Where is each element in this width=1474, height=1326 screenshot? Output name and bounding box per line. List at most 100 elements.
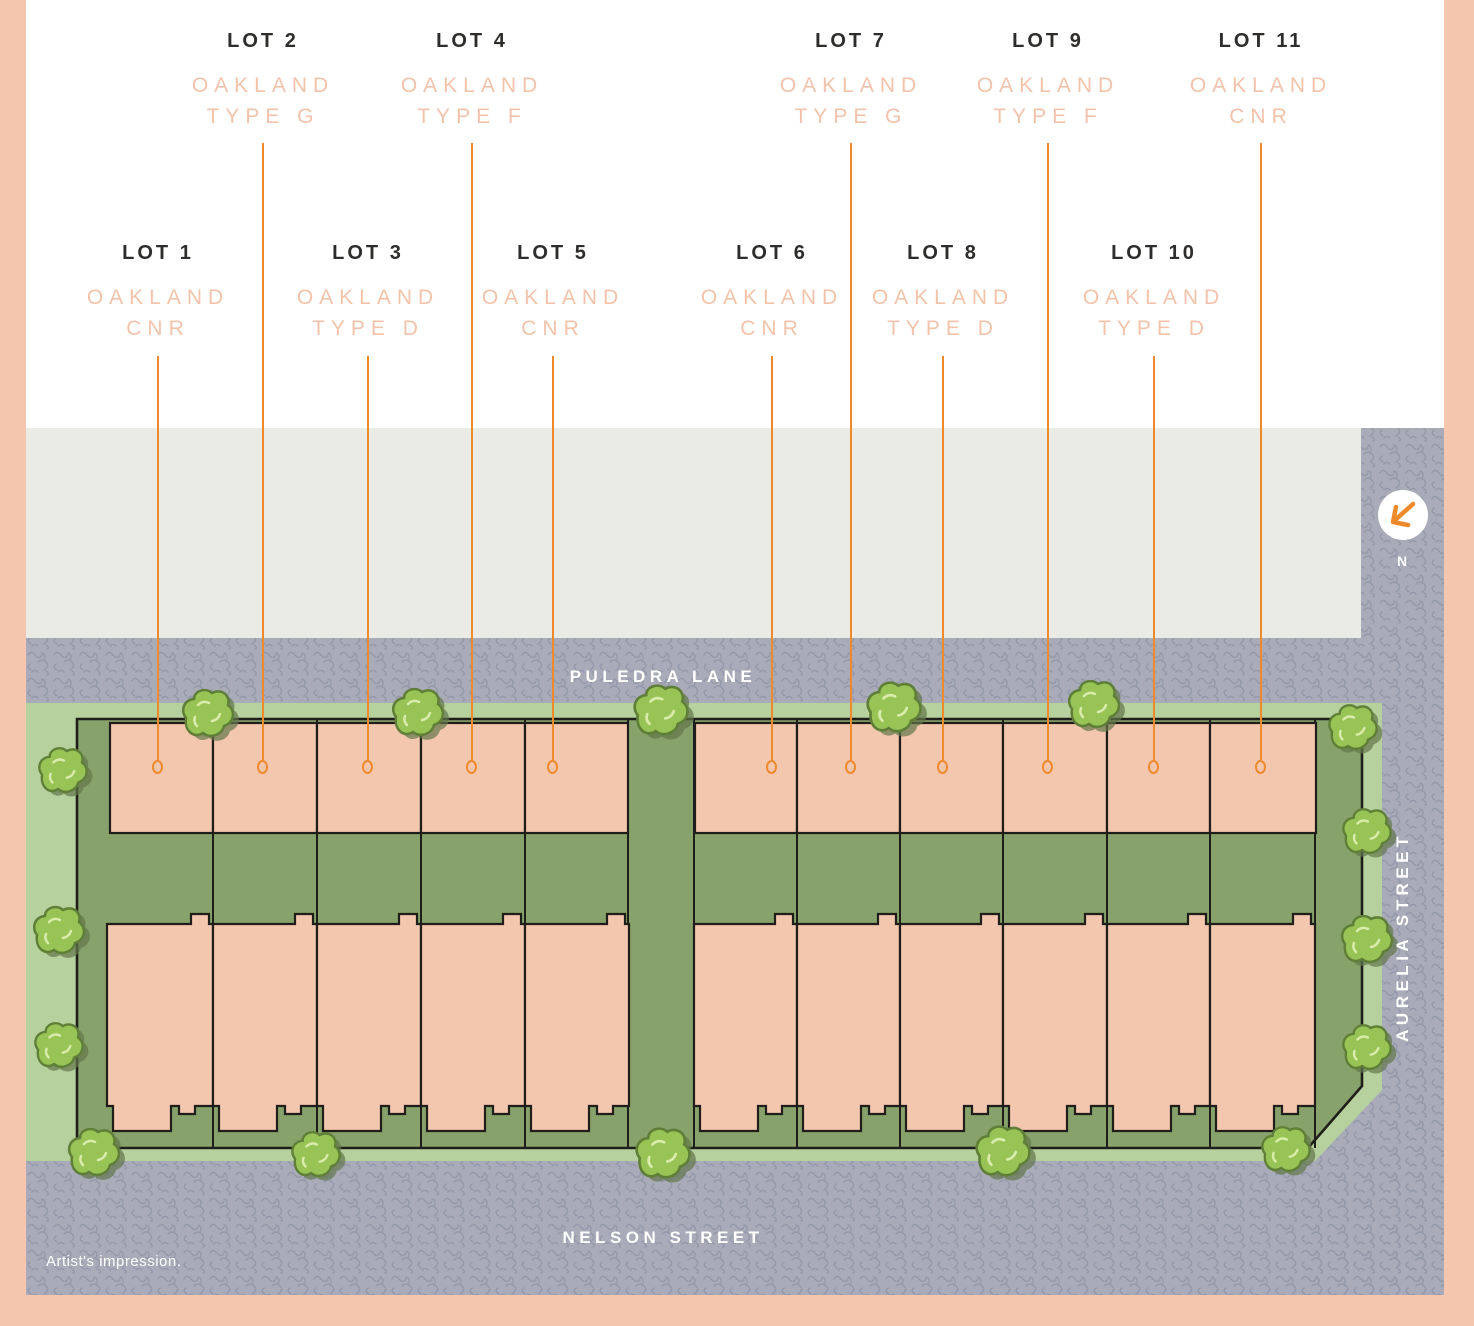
- house-lot-8: [898, 912, 1005, 1133]
- north-arrow-icon: [1390, 501, 1416, 528]
- house-lot-9: [1001, 912, 1109, 1133]
- lot-number: LOT 10: [1111, 242, 1197, 264]
- lot-product: OAKLAND: [871, 286, 1015, 309]
- garage-lot-2: [211, 721, 319, 835]
- lot-8-label: LOT 8 OAKLAND TYPE D: [872, 242, 1014, 344]
- house-lot-2: [211, 912, 319, 1133]
- lot-6-marker: [766, 760, 777, 774]
- lot-variant: CNR: [740, 317, 804, 340]
- north-label: N: [1397, 553, 1409, 569]
- lot-3-leader-line: [367, 356, 369, 760]
- lot-product: OAKLAND: [191, 74, 335, 97]
- garage-lot-11: [1208, 721, 1318, 835]
- lot-1-label: LOT 1 OAKLAND CNR: [87, 242, 229, 344]
- disclaimer-text: Artist's impression.: [46, 1253, 181, 1270]
- street-label-nelson-street: NELSON STREET: [562, 1228, 763, 1247]
- street-label-puledra-lane: PULEDRA LANE: [570, 667, 757, 686]
- lot-product: OAKLAND: [700, 286, 844, 309]
- lot-11-leader-line: [1260, 143, 1262, 760]
- lot-1-leader-line: [157, 356, 159, 760]
- north-marker: N: [1378, 490, 1428, 569]
- lot-5-label: LOT 5 OAKLAND CNR: [482, 242, 624, 344]
- house-row: [105, 912, 1317, 1133]
- lot-11-label: LOT 11 OAKLAND CNR: [1190, 30, 1332, 132]
- lot-variant: TYPE D: [887, 317, 999, 340]
- lot-product: OAKLAND: [481, 286, 625, 309]
- lot-number: LOT 9: [1012, 30, 1084, 52]
- house-lot-6: [692, 912, 799, 1133]
- garage-lot-3: [315, 721, 423, 835]
- garage-lot-5: [523, 721, 630, 835]
- lot-9-leader-line: [1047, 143, 1049, 760]
- house-lot-3: [315, 912, 423, 1133]
- garage-lot-4: [419, 721, 527, 835]
- lot-variant: TYPE G: [206, 105, 320, 128]
- lot-number: LOT 4: [436, 30, 508, 52]
- lot-11-marker: [1255, 760, 1266, 774]
- lot-7-marker: [845, 760, 856, 774]
- lot-number: LOT 1: [122, 242, 194, 264]
- garage-lot-7: [795, 721, 902, 835]
- lot-6-label: LOT 6 OAKLAND CNR: [701, 242, 843, 344]
- neighbour-parcel: [26, 428, 1361, 638]
- lot-10-marker: [1148, 760, 1159, 774]
- lot-4-label: LOT 4 OAKLAND TYPE F: [401, 30, 543, 132]
- lot-variant: CNR: [521, 317, 585, 340]
- lot-10-leader-line: [1153, 356, 1155, 760]
- lot-product: OAKLAND: [400, 74, 544, 97]
- lot-variant: TYPE G: [794, 105, 908, 128]
- lot-product: OAKLAND: [779, 74, 923, 97]
- lot-product: OAKLAND: [1082, 286, 1226, 309]
- lot-product: OAKLAND: [86, 286, 230, 309]
- lot-variant: TYPE D: [1098, 317, 1210, 340]
- garage-lot-1: [108, 721, 215, 835]
- street-label-aurelia-street: AURELIA STREET: [1393, 832, 1412, 1042]
- house-lot-7: [795, 912, 902, 1133]
- lot-number: LOT 8: [907, 242, 979, 264]
- house-lot-5: [523, 912, 631, 1133]
- lot-3-label: LOT 3 OAKLAND TYPE D: [297, 242, 439, 344]
- lot-product: OAKLAND: [1189, 74, 1333, 97]
- garage-row: [108, 721, 1318, 835]
- garage-lot-8: [898, 721, 1005, 835]
- lot-1-marker: [152, 760, 163, 774]
- lot-product: OAKLAND: [976, 74, 1120, 97]
- house-lot-4: [419, 912, 527, 1133]
- lot-5-marker: [547, 760, 558, 774]
- lot-variant: CNR: [1229, 105, 1293, 128]
- lot-variant: TYPE D: [312, 317, 424, 340]
- lot-9-marker: [1042, 760, 1053, 774]
- lot-6-leader-line: [771, 356, 773, 760]
- lot-3-marker: [362, 760, 373, 774]
- streets: [26, 428, 1444, 1295]
- lot-2-marker: [257, 760, 268, 774]
- lot-5-leader-line: [552, 356, 554, 760]
- house-lot-1: [105, 912, 215, 1133]
- lot-10-label: LOT 10 OAKLAND TYPE D: [1083, 242, 1225, 344]
- lot-number: LOT 6: [736, 242, 808, 264]
- lot-2-leader-line: [262, 143, 264, 760]
- lot-variant: TYPE F: [993, 105, 1103, 128]
- lot-8-marker: [937, 760, 948, 774]
- lot-number: LOT 2: [227, 30, 299, 52]
- lot-variant: TYPE F: [417, 105, 527, 128]
- lot-number: LOT 7: [815, 30, 887, 52]
- lot-variant: CNR: [126, 317, 190, 340]
- lot-9-label: LOT 9 OAKLAND TYPE F: [977, 30, 1119, 132]
- lot-2-label: LOT 2 OAKLAND TYPE G: [192, 30, 334, 132]
- lot-4-leader-line: [471, 143, 473, 760]
- lot-7-leader-line: [850, 143, 852, 760]
- lot-number: LOT 3: [332, 242, 404, 264]
- lot-7-label: LOT 7 OAKLAND TYPE G: [780, 30, 922, 132]
- garage-lot-9: [1001, 721, 1109, 835]
- lot-number: LOT 5: [517, 242, 589, 264]
- lot-number: LOT 11: [1218, 30, 1304, 52]
- lot-4-marker: [466, 760, 477, 774]
- lot-8-leader-line: [942, 356, 944, 760]
- garage-lot-10: [1105, 721, 1212, 835]
- house-lot-10: [1105, 912, 1212, 1133]
- garage-lot-6: [693, 721, 799, 835]
- house-lot-11: [1208, 912, 1317, 1133]
